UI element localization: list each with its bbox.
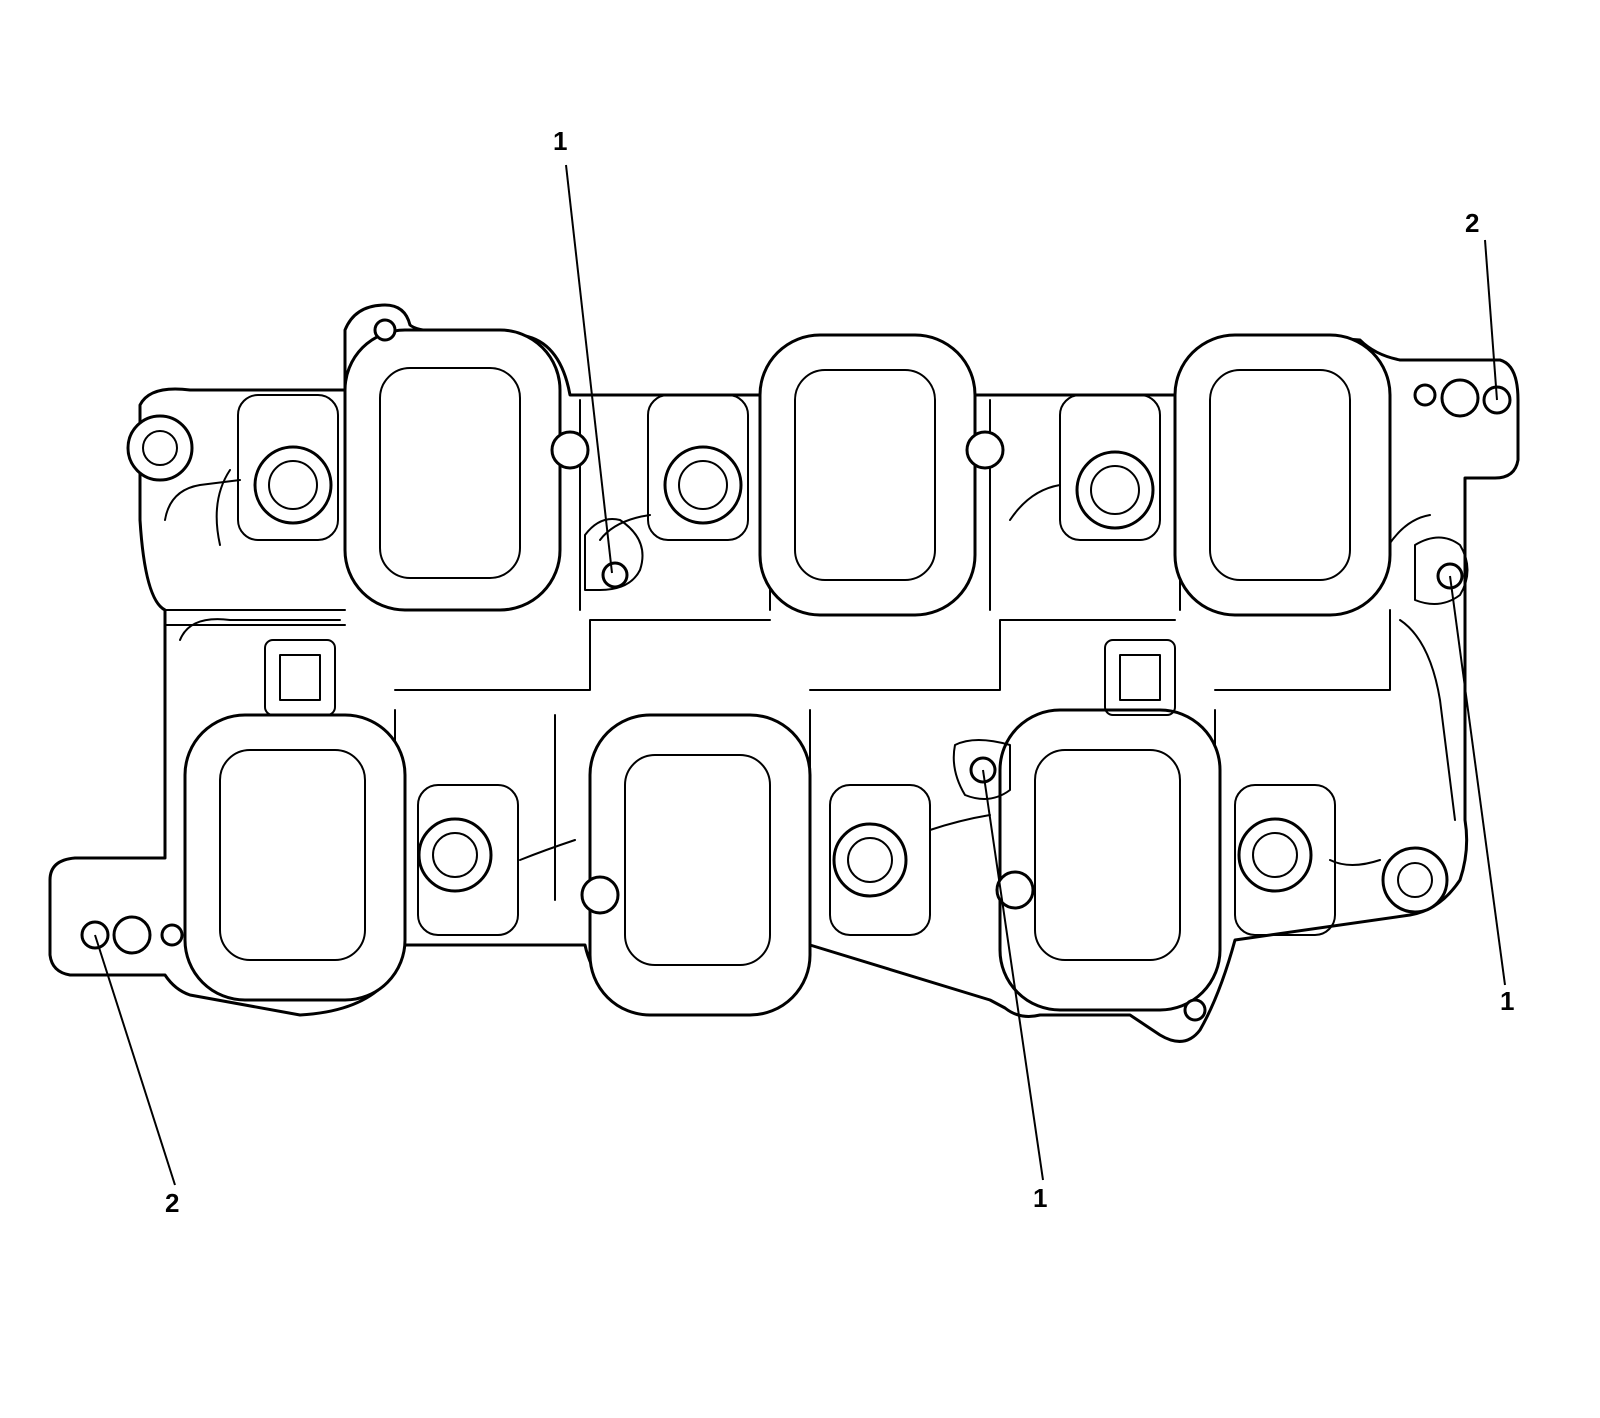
lower-ports bbox=[183, 708, 1222, 1017]
manifold-ribs bbox=[164, 399, 1456, 946]
callouts: 1 2 1 1 2 bbox=[165, 126, 1514, 1218]
callout-2-top-right: 2 bbox=[1465, 208, 1479, 238]
dowel-holes bbox=[80, 378, 1512, 955]
upper-ports bbox=[343, 328, 1392, 617]
bolt-holes bbox=[126, 318, 1449, 1022]
leader-lines bbox=[94, 164, 1506, 1186]
hex-bosses bbox=[264, 639, 1176, 716]
callout-1-right: 1 bbox=[1500, 986, 1514, 1016]
injector-bosses bbox=[237, 394, 1336, 936]
callout-1-top: 1 bbox=[553, 126, 567, 156]
callout-1-bottom: 1 bbox=[1033, 1183, 1047, 1213]
callout-2-bottom-left: 2 bbox=[165, 1188, 179, 1218]
